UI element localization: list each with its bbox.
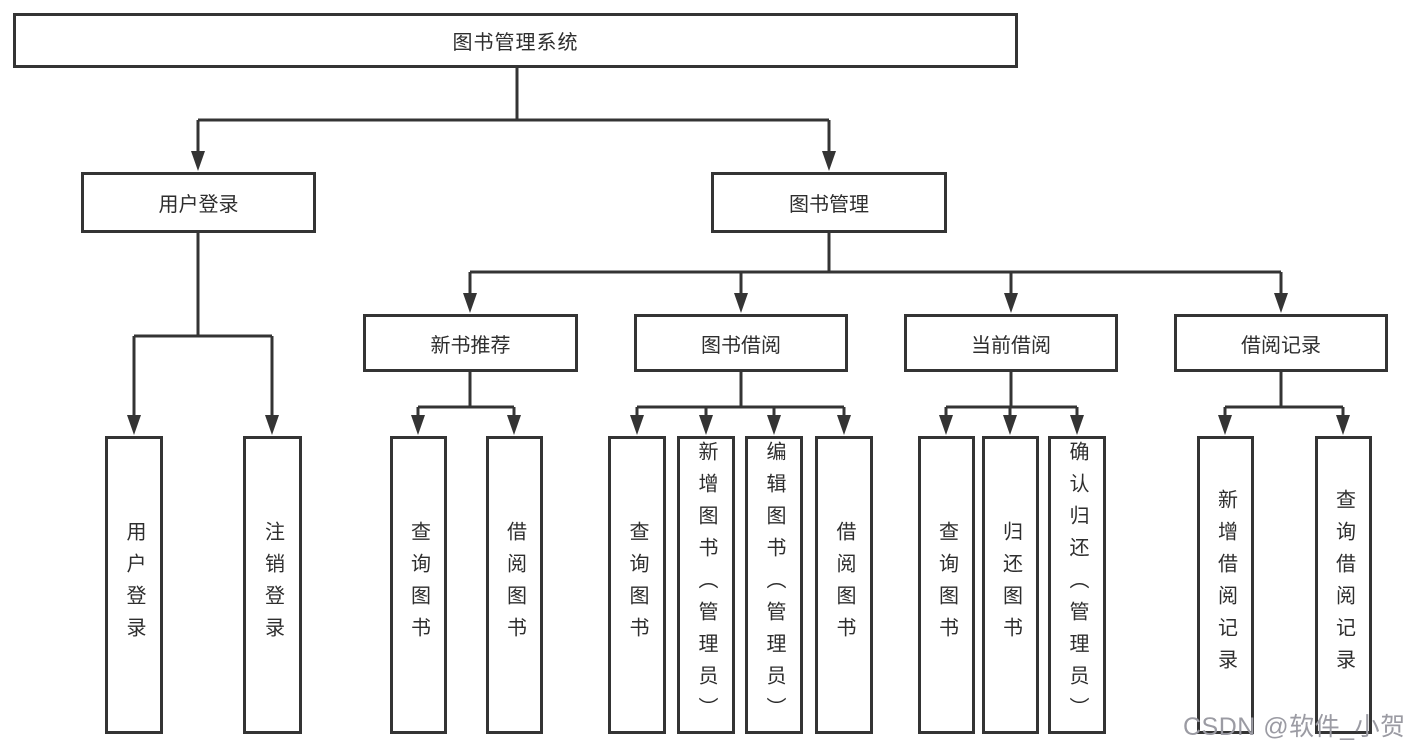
leaf-query-borrow-record: 查询借阅记录	[1315, 436, 1372, 734]
leaf-confirm-return-admin-label: 确认归还（管理员）	[1066, 441, 1088, 729]
node-root: 图书管理系统	[13, 13, 1018, 68]
leaf-logout-label: 注销登录	[261, 521, 284, 649]
leaf-return-book-label: 归还图书	[999, 521, 1022, 649]
leaf-recommend-borrow-book-label: 借阅图书	[503, 521, 526, 649]
node-current-borrow-label: 当前借阅	[971, 334, 1051, 357]
leaf-current-query-book: 查询图书	[918, 436, 975, 734]
leaf-add-book-admin: 新增图书（管理员）	[677, 436, 735, 734]
leaf-recommend-query-book: 查询图书	[390, 436, 447, 734]
node-current-borrow: 当前借阅	[904, 314, 1118, 372]
leaf-return-book: 归还图书	[982, 436, 1039, 734]
leaf-user-login: 用户登录	[105, 436, 163, 734]
leaf-logout: 注销登录	[243, 436, 302, 734]
node-borrow-record: 借阅记录	[1174, 314, 1388, 372]
leaf-add-book-admin-label: 新增图书（管理员）	[695, 441, 717, 729]
leaf-query-borrow-record-label: 查询借阅记录	[1332, 489, 1355, 681]
leaf-borrow-query-book: 查询图书	[608, 436, 666, 734]
leaf-borrow-query-book-label: 查询图书	[626, 521, 648, 649]
leaf-confirm-return-admin: 确认归还（管理员）	[1048, 436, 1106, 734]
leaf-recommend-query-book-label: 查询图书	[407, 521, 430, 649]
node-new-book-recommend: 新书推荐	[363, 314, 578, 372]
node-new-book-recommend-label: 新书推荐	[430, 334, 511, 357]
node-book-management: 图书管理	[711, 172, 947, 233]
node-book-management-label: 图书管理	[789, 194, 869, 216]
node-borrow-record-label: 借阅记录	[1241, 334, 1321, 357]
node-book-borrow-label: 图书借阅	[701, 334, 781, 357]
node-user-login: 用户登录	[81, 172, 316, 233]
node-book-borrow: 图书借阅	[634, 314, 848, 372]
leaf-borrow-book-label: 借阅图书	[833, 521, 855, 649]
leaf-edit-book-admin: 编辑图书（管理员）	[745, 436, 803, 734]
leaf-user-login-label: 用户登录	[123, 521, 145, 649]
leaf-recommend-borrow-book: 借阅图书	[486, 436, 543, 734]
leaf-current-query-book-label: 查询图书	[935, 521, 958, 649]
node-user-login-label: 用户登录	[158, 194, 239, 216]
leaf-edit-book-admin-label: 编辑图书（管理员）	[763, 441, 785, 729]
watermark: CSDN @软件_小贺同学	[1183, 713, 1405, 741]
leaf-add-borrow-record-label: 新增借阅记录	[1214, 489, 1237, 681]
node-root-label: 图书管理系统	[452, 32, 579, 54]
leaf-add-borrow-record: 新增借阅记录	[1197, 436, 1254, 734]
leaf-borrow-book: 借阅图书	[815, 436, 873, 734]
